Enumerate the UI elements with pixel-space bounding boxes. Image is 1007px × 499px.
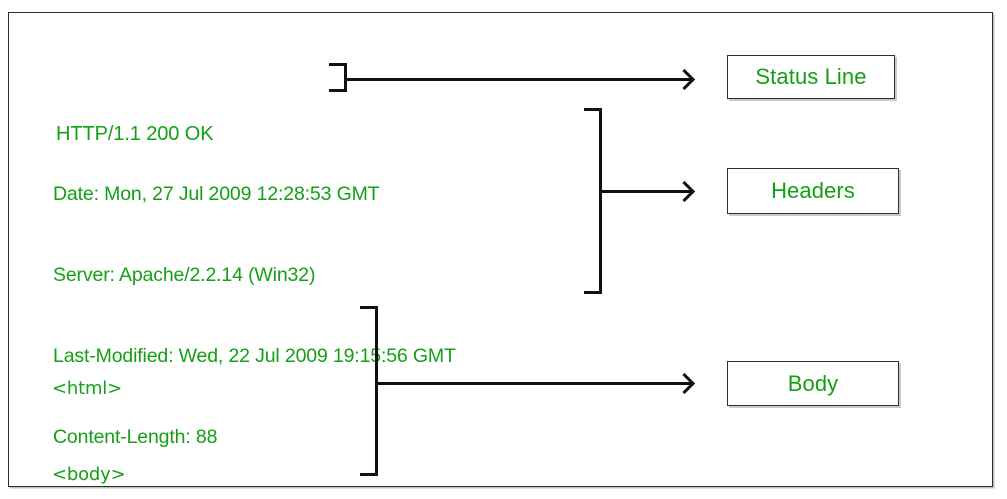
body-label-box: Body (727, 361, 899, 406)
body-label: Body (787, 370, 839, 396)
body-text: <html> <body> <h1>Hello, World!</h1> </b… (52, 318, 276, 499)
status-line-bracket (329, 63, 347, 92)
status-line-label-box: Status Line (727, 55, 895, 99)
body-arrow-head-icon (673, 372, 696, 394)
body-line: <html> (52, 378, 122, 399)
headers-label-box: Headers (727, 168, 899, 214)
headers-arrow-head-icon (673, 180, 696, 202)
status-line-arrow-shaft (346, 77, 691, 81)
status-line-value: HTTP/1.1 200 OK (56, 123, 214, 145)
body-line: <body> (52, 463, 126, 485)
header-line: Date: Mon, 27 Jul 2009 12:28:53 GMT (53, 183, 380, 205)
body-arrow-shaft (377, 381, 691, 385)
status-line-arrow-head-icon (673, 68, 696, 90)
headers-label: Headers (771, 178, 855, 203)
header-line: Last-Modified: Wed, 22 Jul 2009 19:15:56… (53, 345, 456, 367)
status-line-label: Status Line (755, 64, 867, 89)
diagram-frame: HTTP/1.1 200 OK Date: Mon, 27 Jul 2009 1… (8, 12, 993, 487)
status-line-text: HTTP/1.1 200 OK (56, 67, 214, 202)
headers-arrow-shaft (601, 189, 691, 193)
headers-bracket (584, 108, 602, 294)
headers-text: Date: Mon, 27 Jul 2009 12:28:53 GMT Serv… (53, 127, 456, 499)
header-line: Content-Length: 88 (53, 426, 218, 448)
body-bracket (360, 306, 378, 476)
header-line: Server: Apache/2.2.14 (Win32) (53, 264, 316, 286)
